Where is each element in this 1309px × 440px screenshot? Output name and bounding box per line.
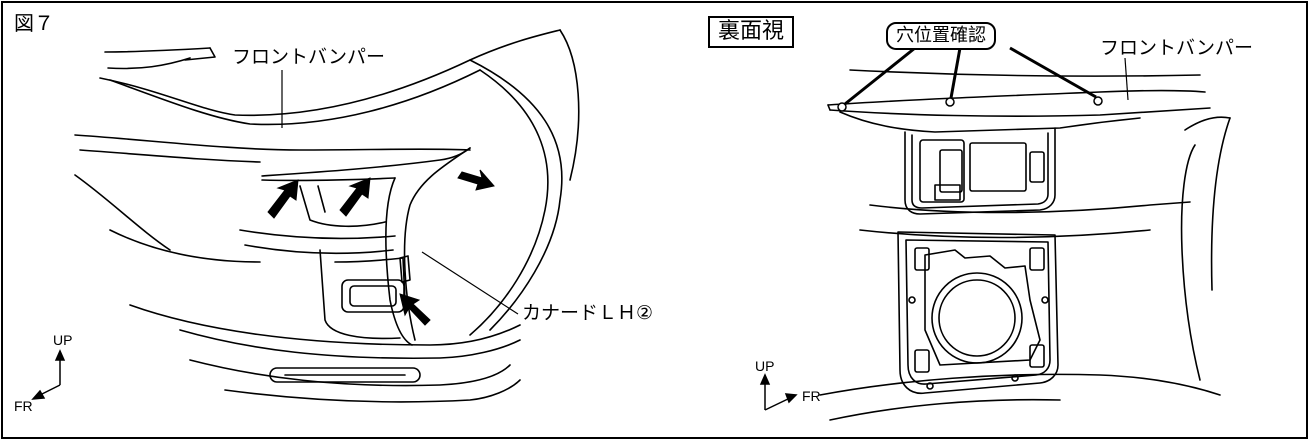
figure-label: 図７: [14, 11, 54, 35]
rear-view-drawing: [819, 69, 1231, 421]
hole-check-leaders: [844, 46, 1097, 106]
hole-icon: [837, 102, 847, 112]
front-bumper-label-right: フロントバンパー: [1100, 37, 1253, 59]
axis-fr-label-left: FR: [14, 398, 33, 414]
callout-leader: [421, 251, 519, 315]
mounting-holes: [837, 96, 1103, 112]
front-bumper-label-left: フロントバンパー: [232, 46, 385, 68]
front-bumper-drawing: [74, 29, 580, 403]
axis-up-label-right: UP: [755, 358, 775, 374]
axis-indicator-right: [759, 373, 798, 411]
hole-icon: [945, 97, 955, 107]
arrow-icon: [457, 169, 495, 191]
hole-check-label: 穴位置確認: [886, 22, 996, 50]
arrow-icon: [267, 179, 299, 219]
hole-icon: [1093, 96, 1103, 106]
press-arrows: [267, 169, 495, 326]
axis-fr-label-right: FR: [802, 388, 821, 404]
canard-lh-label: カナードＬＨ②: [522, 302, 654, 324]
axis-up-label-left: UP: [53, 332, 73, 348]
arrow-icon: [399, 293, 431, 326]
bumper-label-leader-right: [1124, 57, 1129, 101]
axis-indicator-left: [31, 349, 66, 400]
arrow-icon: [339, 177, 371, 217]
rear-view-title: 裏面視: [708, 16, 795, 48]
